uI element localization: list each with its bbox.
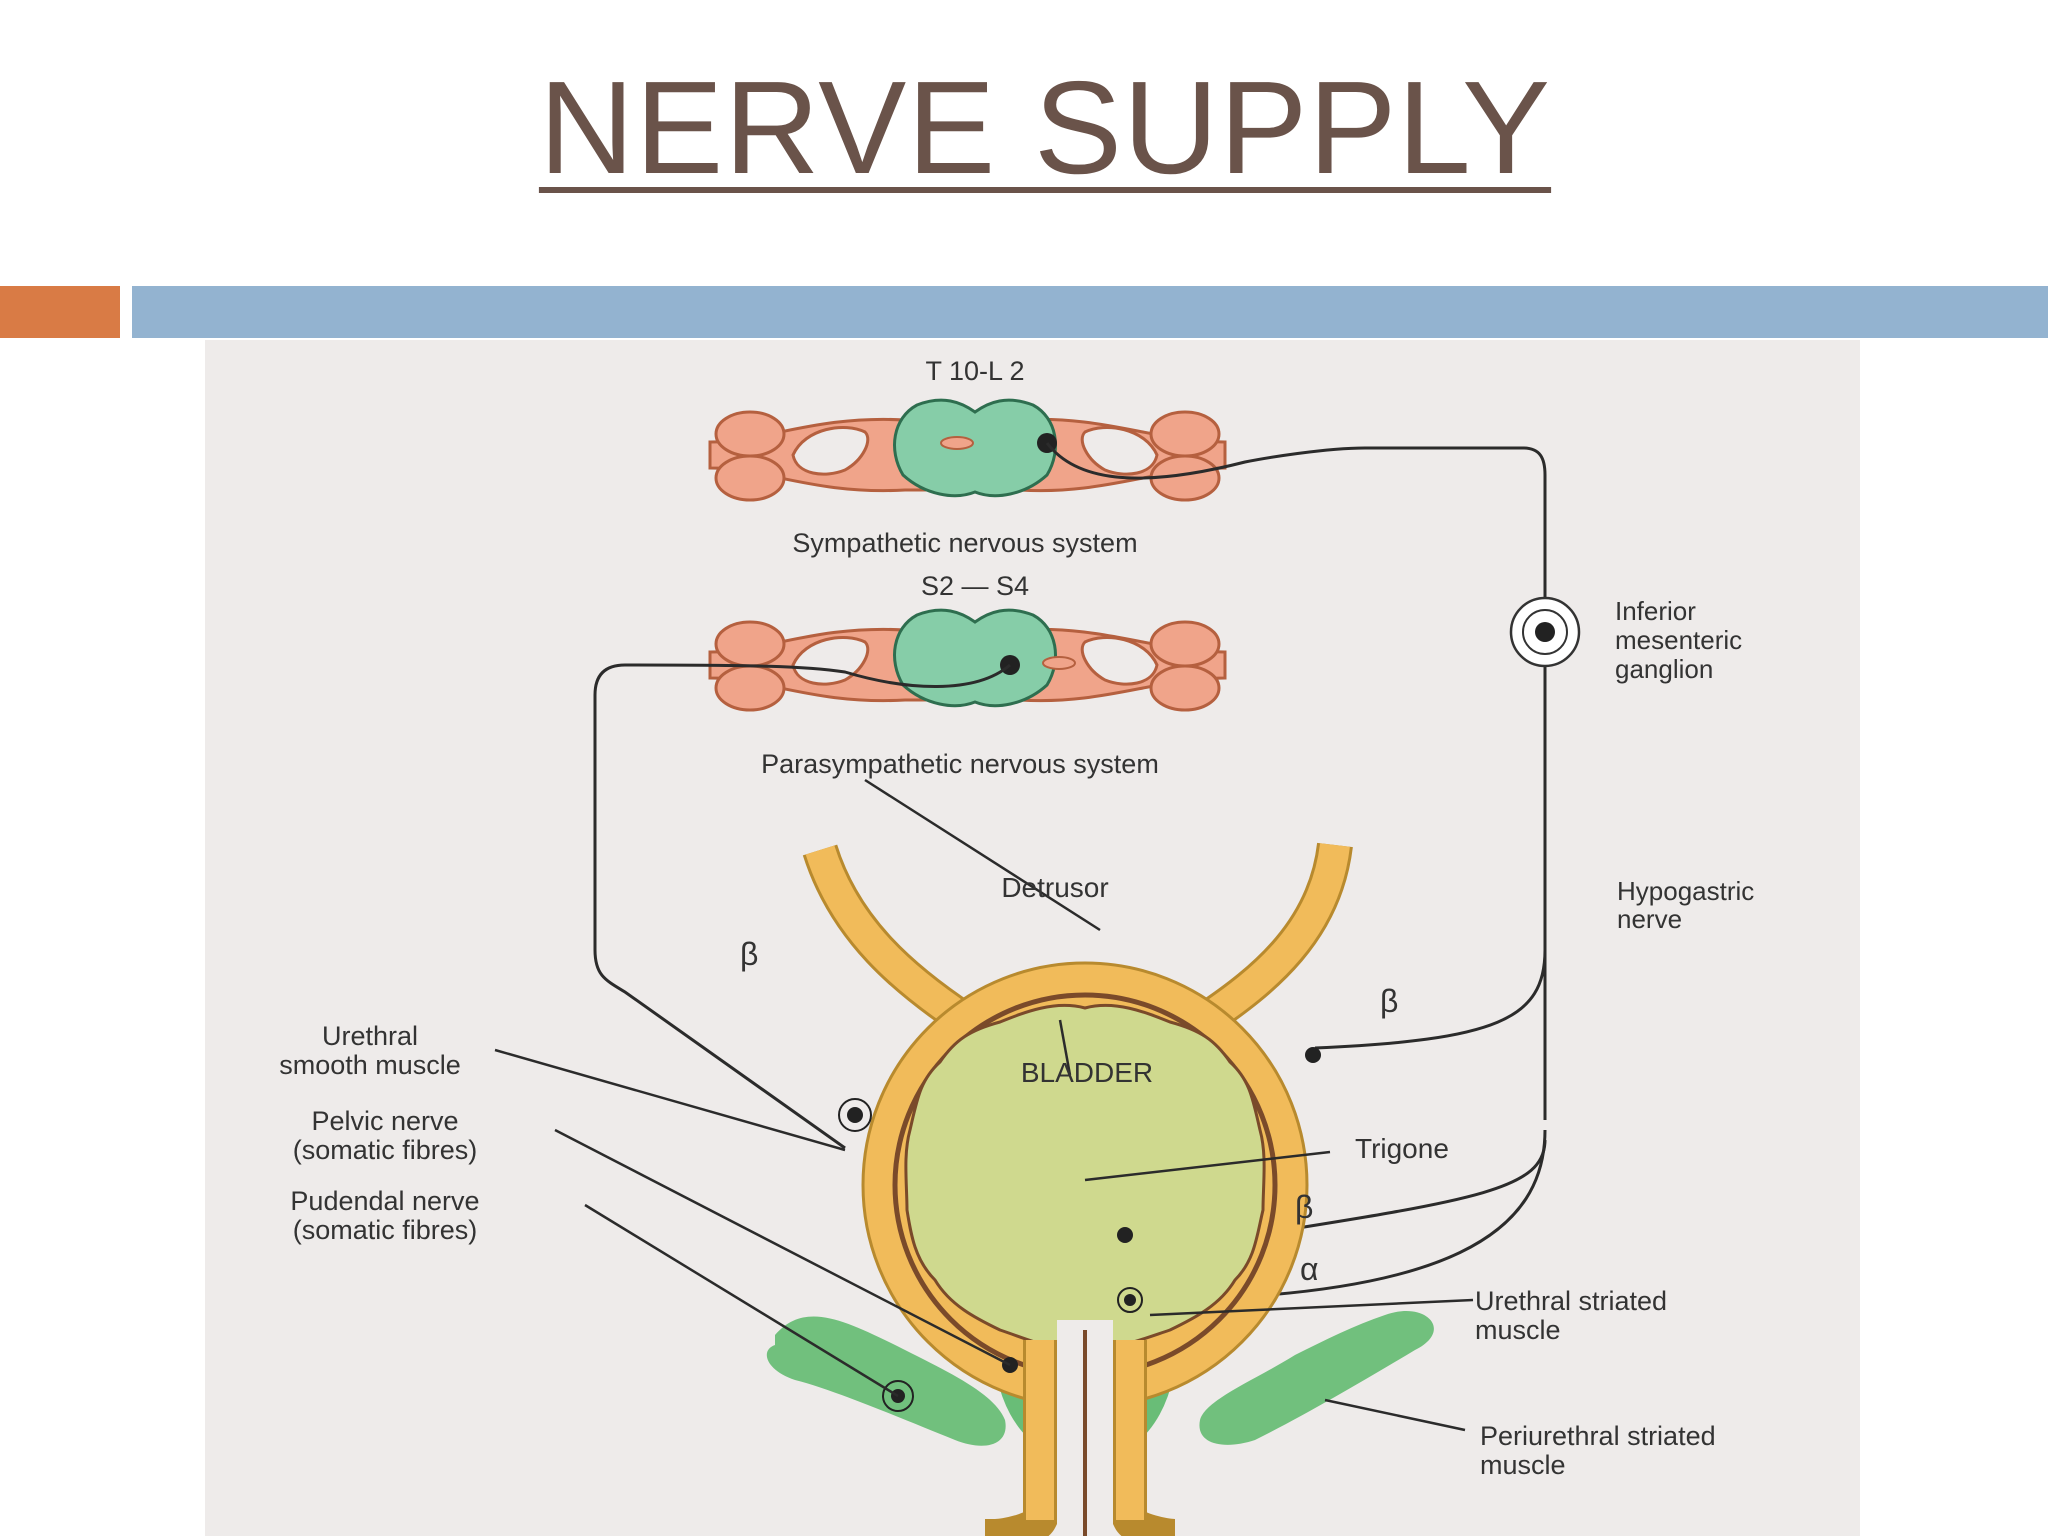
label-trigone: Trigone [1355, 1133, 1449, 1164]
label-pudendal-nerve-2: (somatic fibres) [293, 1215, 478, 1245]
label-periurethral-1: Periurethral striated [1480, 1421, 1716, 1451]
label-hypogastric-2: nerve [1617, 904, 1682, 934]
label-s2-s4: S2 — S4 [921, 571, 1029, 601]
accent-bar-orange [0, 286, 120, 338]
label-detrusor: Detrusor [1001, 872, 1108, 903]
accent-bar-blue [132, 286, 2048, 338]
label-t10-l2: T 10-L 2 [925, 356, 1024, 386]
page-title: NERVE SUPPLY [538, 54, 1552, 201]
label-sympathetic: Sympathetic nervous system [792, 528, 1137, 558]
label-ganglion-1: Inferior [1615, 596, 1696, 626]
label-beta-neck: β [1295, 1189, 1313, 1225]
label-bladder: BLADDER [1021, 1057, 1153, 1088]
sympathetic-spinal-segment [708, 398, 1227, 502]
nerve-endings [838, 1047, 1321, 1412]
label-urethral-smooth-1: Urethral [322, 1021, 418, 1051]
label-periurethral-2: muscle [1480, 1450, 1566, 1480]
striated-muscles [766, 1310, 1434, 1446]
inferior-mesenteric-ganglion [1509, 596, 1581, 668]
label-alpha: α [1300, 1251, 1319, 1287]
label-urethral-smooth-2: smooth muscle [279, 1050, 461, 1080]
parasympathetic-spinal-segment [708, 608, 1227, 712]
nerve-supply-diagram: T 10-L 2 Sympathetic nervous system S2 —… [279, 356, 1754, 1536]
leader-lines [494, 778, 1474, 1432]
label-parasympathetic: Parasympathetic nervous system [761, 749, 1159, 779]
label-urethral-striated-1: Urethral striated [1475, 1286, 1667, 1316]
label-pelvic-nerve-2: (somatic fibres) [293, 1135, 478, 1165]
ureters [802, 842, 1353, 1035]
label-beta-para: β [740, 936, 758, 972]
label-ganglion-2: mesenteric [1615, 625, 1742, 655]
label-beta-dome: β [1380, 983, 1398, 1019]
bladder [861, 961, 1309, 1409]
label-pudendal-nerve-1: Pudendal nerve [290, 1186, 479, 1216]
label-urethral-striated-2: muscle [1475, 1315, 1561, 1345]
label-ganglion-3: ganglion [1615, 654, 1713, 684]
nerve-supply-figure: T 10-L 2 Sympathetic nervous system S2 —… [205, 340, 1860, 1536]
label-pelvic-nerve-1: Pelvic nerve [311, 1106, 458, 1136]
label-hypogastric-1: Hypogastric [1617, 876, 1754, 906]
